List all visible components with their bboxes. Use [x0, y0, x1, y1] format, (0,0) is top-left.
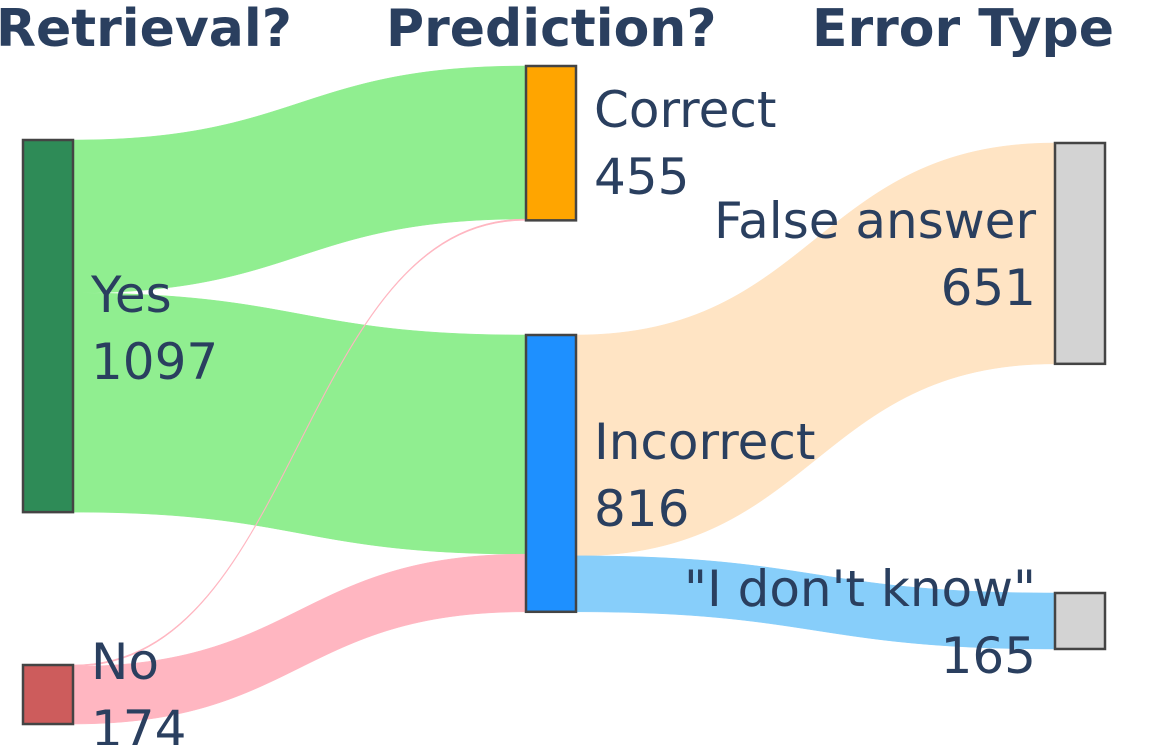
node-name-incorrect: Incorrect: [594, 413, 816, 471]
node-value-incorrect: 816: [594, 480, 689, 538]
node-name-false-answer: False answer: [714, 192, 1036, 250]
node-value-correct: 455: [594, 148, 689, 206]
node-label-incorrect: Incorrect 816: [594, 413, 816, 538]
node-idk: [1053, 591, 1107, 651]
node-name-no: No: [91, 633, 159, 691]
node-value-idk: 165: [941, 627, 1036, 685]
node-value-false-answer: 651: [941, 259, 1036, 317]
node-label-idk: "I don't know" 165: [684, 560, 1036, 685]
node-name-correct: Correct: [594, 81, 777, 139]
node-label-false-answer: False answer 651: [714, 192, 1036, 317]
link-yes-to-correct: [72, 65, 527, 294]
node-value-no: 174: [91, 700, 186, 745]
column-title-prediction: Prediction?: [386, 0, 716, 59]
column-title-retrieval: Retrieval?: [0, 0, 292, 59]
node-label-correct: Correct 455: [594, 81, 777, 206]
node-name-yes: Yes: [90, 266, 172, 324]
node-false-answer: [1053, 141, 1107, 366]
node-incorrect: [524, 333, 578, 614]
node-value-yes: 1097: [91, 333, 218, 391]
node-label-no: No 174: [91, 633, 186, 745]
column-title-error-type: Error Type: [812, 0, 1114, 59]
links-layer: [72, 65, 1056, 725]
node-name-idk: "I don't know": [684, 560, 1036, 618]
node-label-yes: Yes 1097: [90, 266, 218, 391]
node-no: [21, 663, 75, 726]
node-yes: [21, 138, 75, 514]
node-correct: [524, 64, 578, 222]
nodes-layer: [21, 64, 1107, 726]
